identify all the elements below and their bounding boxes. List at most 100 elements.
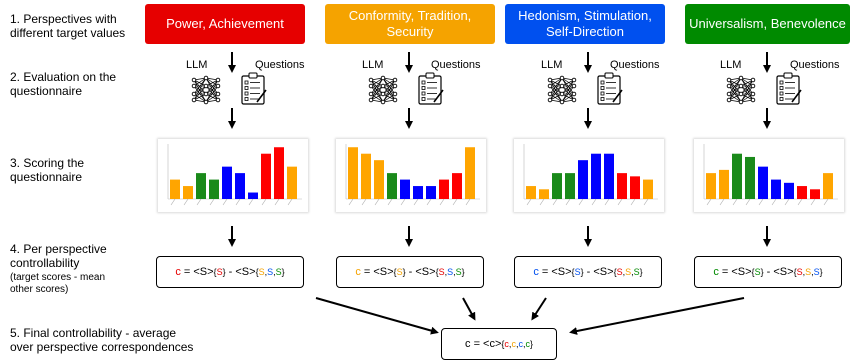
- formula-subscript: S: [813, 267, 820, 277]
- formula-subscript: S: [805, 267, 812, 277]
- score-chart-2: [336, 139, 486, 212]
- chart-bar: [539, 189, 549, 199]
- chart-bar: [235, 173, 245, 199]
- chart-tick: [274, 198, 280, 206]
- chart-bar: [706, 173, 716, 199]
- score-chart-svg-2: [345, 144, 480, 206]
- chart-bar: [745, 156, 755, 199]
- chart-tick: [539, 198, 545, 206]
- final-controllability-box: c = <c>{c,c,c,c}: [441, 328, 557, 360]
- neural-network-icon: [191, 75, 221, 105]
- chart-tick: [287, 198, 293, 206]
- chart-bar: [604, 153, 614, 199]
- chart-bar: [348, 147, 358, 199]
- controllability-box-1: c = <S>{S} - <S>{S,S,S}: [156, 256, 304, 288]
- arrow-converge-1: [315, 297, 439, 335]
- chart-bar: [183, 186, 193, 199]
- chart-bar: [274, 147, 284, 199]
- formula-c: c: [355, 266, 361, 278]
- chart-tick: [235, 198, 241, 206]
- chart-tick: [706, 198, 712, 206]
- perspective-box-conformity: Conformity, Tradition, Security: [325, 4, 495, 44]
- chart-tick: [439, 198, 445, 206]
- formula-subscript: S: [455, 267, 462, 277]
- score-chart-4: [694, 139, 844, 212]
- llm-label-3: LLM: [541, 59, 563, 71]
- clipboard-icon: [418, 72, 444, 105]
- chart-tick: [387, 198, 393, 206]
- chart-tick: [617, 198, 623, 206]
- neural-network-icon: [368, 75, 398, 105]
- formula-subscript: S: [616, 267, 623, 277]
- chart-bar: [823, 173, 833, 199]
- score-chart-svg-4: [703, 144, 838, 206]
- neural-network-icon: [726, 75, 756, 105]
- chart-bar: [261, 153, 271, 199]
- formula-subscript: S: [258, 267, 265, 277]
- perspective-box-power: Power, Achievement: [145, 4, 305, 44]
- chart-bar: [248, 192, 258, 199]
- questions-label-2: Questions: [431, 59, 481, 71]
- formula-subscript: S: [574, 267, 581, 277]
- formula-subscript: S: [796, 267, 803, 277]
- formula-c: c: [533, 266, 539, 278]
- formula-subscript: c: [525, 339, 530, 349]
- llm-label-4: LLM: [720, 59, 742, 71]
- arrow-converge-4: [569, 297, 745, 335]
- arrow-converge-2: [462, 297, 476, 321]
- clipboard-icon: [241, 72, 267, 105]
- chart-tick: [552, 198, 558, 206]
- chart-tick: [604, 198, 610, 206]
- chart-bar: [758, 166, 768, 199]
- chart-bar: [222, 166, 232, 199]
- neural-network-icon: [547, 75, 577, 105]
- chart-bar: [771, 179, 781, 199]
- formula-subscript: S: [267, 267, 274, 277]
- chart-tick: [719, 198, 725, 206]
- chart-tick: [452, 198, 458, 206]
- chart-tick: [565, 198, 571, 206]
- formula-subscript: S: [396, 267, 403, 277]
- chart-tick: [413, 198, 419, 206]
- questions-label-3: Questions: [610, 59, 660, 71]
- chart-bar: [617, 173, 627, 199]
- chart-bar: [526, 186, 536, 199]
- chart-bar: [387, 173, 397, 199]
- score-chart-3: [514, 139, 664, 212]
- controllability-box-3: c = <S>{S} - <S>{S,S,S}: [514, 256, 662, 288]
- formula-subscript: S: [625, 267, 632, 277]
- clipboard-icon: [776, 72, 802, 105]
- formula-subscript: S: [447, 267, 454, 277]
- chart-bar: [209, 179, 219, 199]
- arrow-converge-3: [531, 297, 547, 321]
- chart-bar: [361, 153, 371, 199]
- formula-subscript: c: [518, 339, 523, 349]
- chart-bar: [413, 186, 423, 199]
- chart-bar: [400, 179, 410, 199]
- chart-tick: [810, 198, 816, 206]
- chart-bar: [170, 179, 180, 199]
- chart-bar: [465, 147, 475, 199]
- chart-bar: [426, 186, 436, 199]
- formula-subscript: S: [275, 267, 282, 277]
- chart-bar: [732, 153, 742, 199]
- chart-tick: [348, 198, 354, 206]
- chart-tick: [758, 198, 764, 206]
- chart-bar: [552, 173, 562, 199]
- questions-label-4: Questions: [790, 59, 840, 71]
- chart-bar: [797, 186, 807, 199]
- perspective-box-hedonism: Hedonism, Stimulation, Self-Direction: [505, 4, 665, 44]
- chart-bar: [452, 173, 462, 199]
- chart-tick: [426, 198, 432, 206]
- chart-tick: [170, 198, 176, 206]
- chart-tick: [222, 198, 228, 206]
- chart-tick: [196, 198, 202, 206]
- chart-bar: [578, 160, 588, 199]
- score-chart-1: [158, 139, 308, 212]
- chart-tick: [797, 198, 803, 206]
- formula-subscript: c: [511, 339, 516, 349]
